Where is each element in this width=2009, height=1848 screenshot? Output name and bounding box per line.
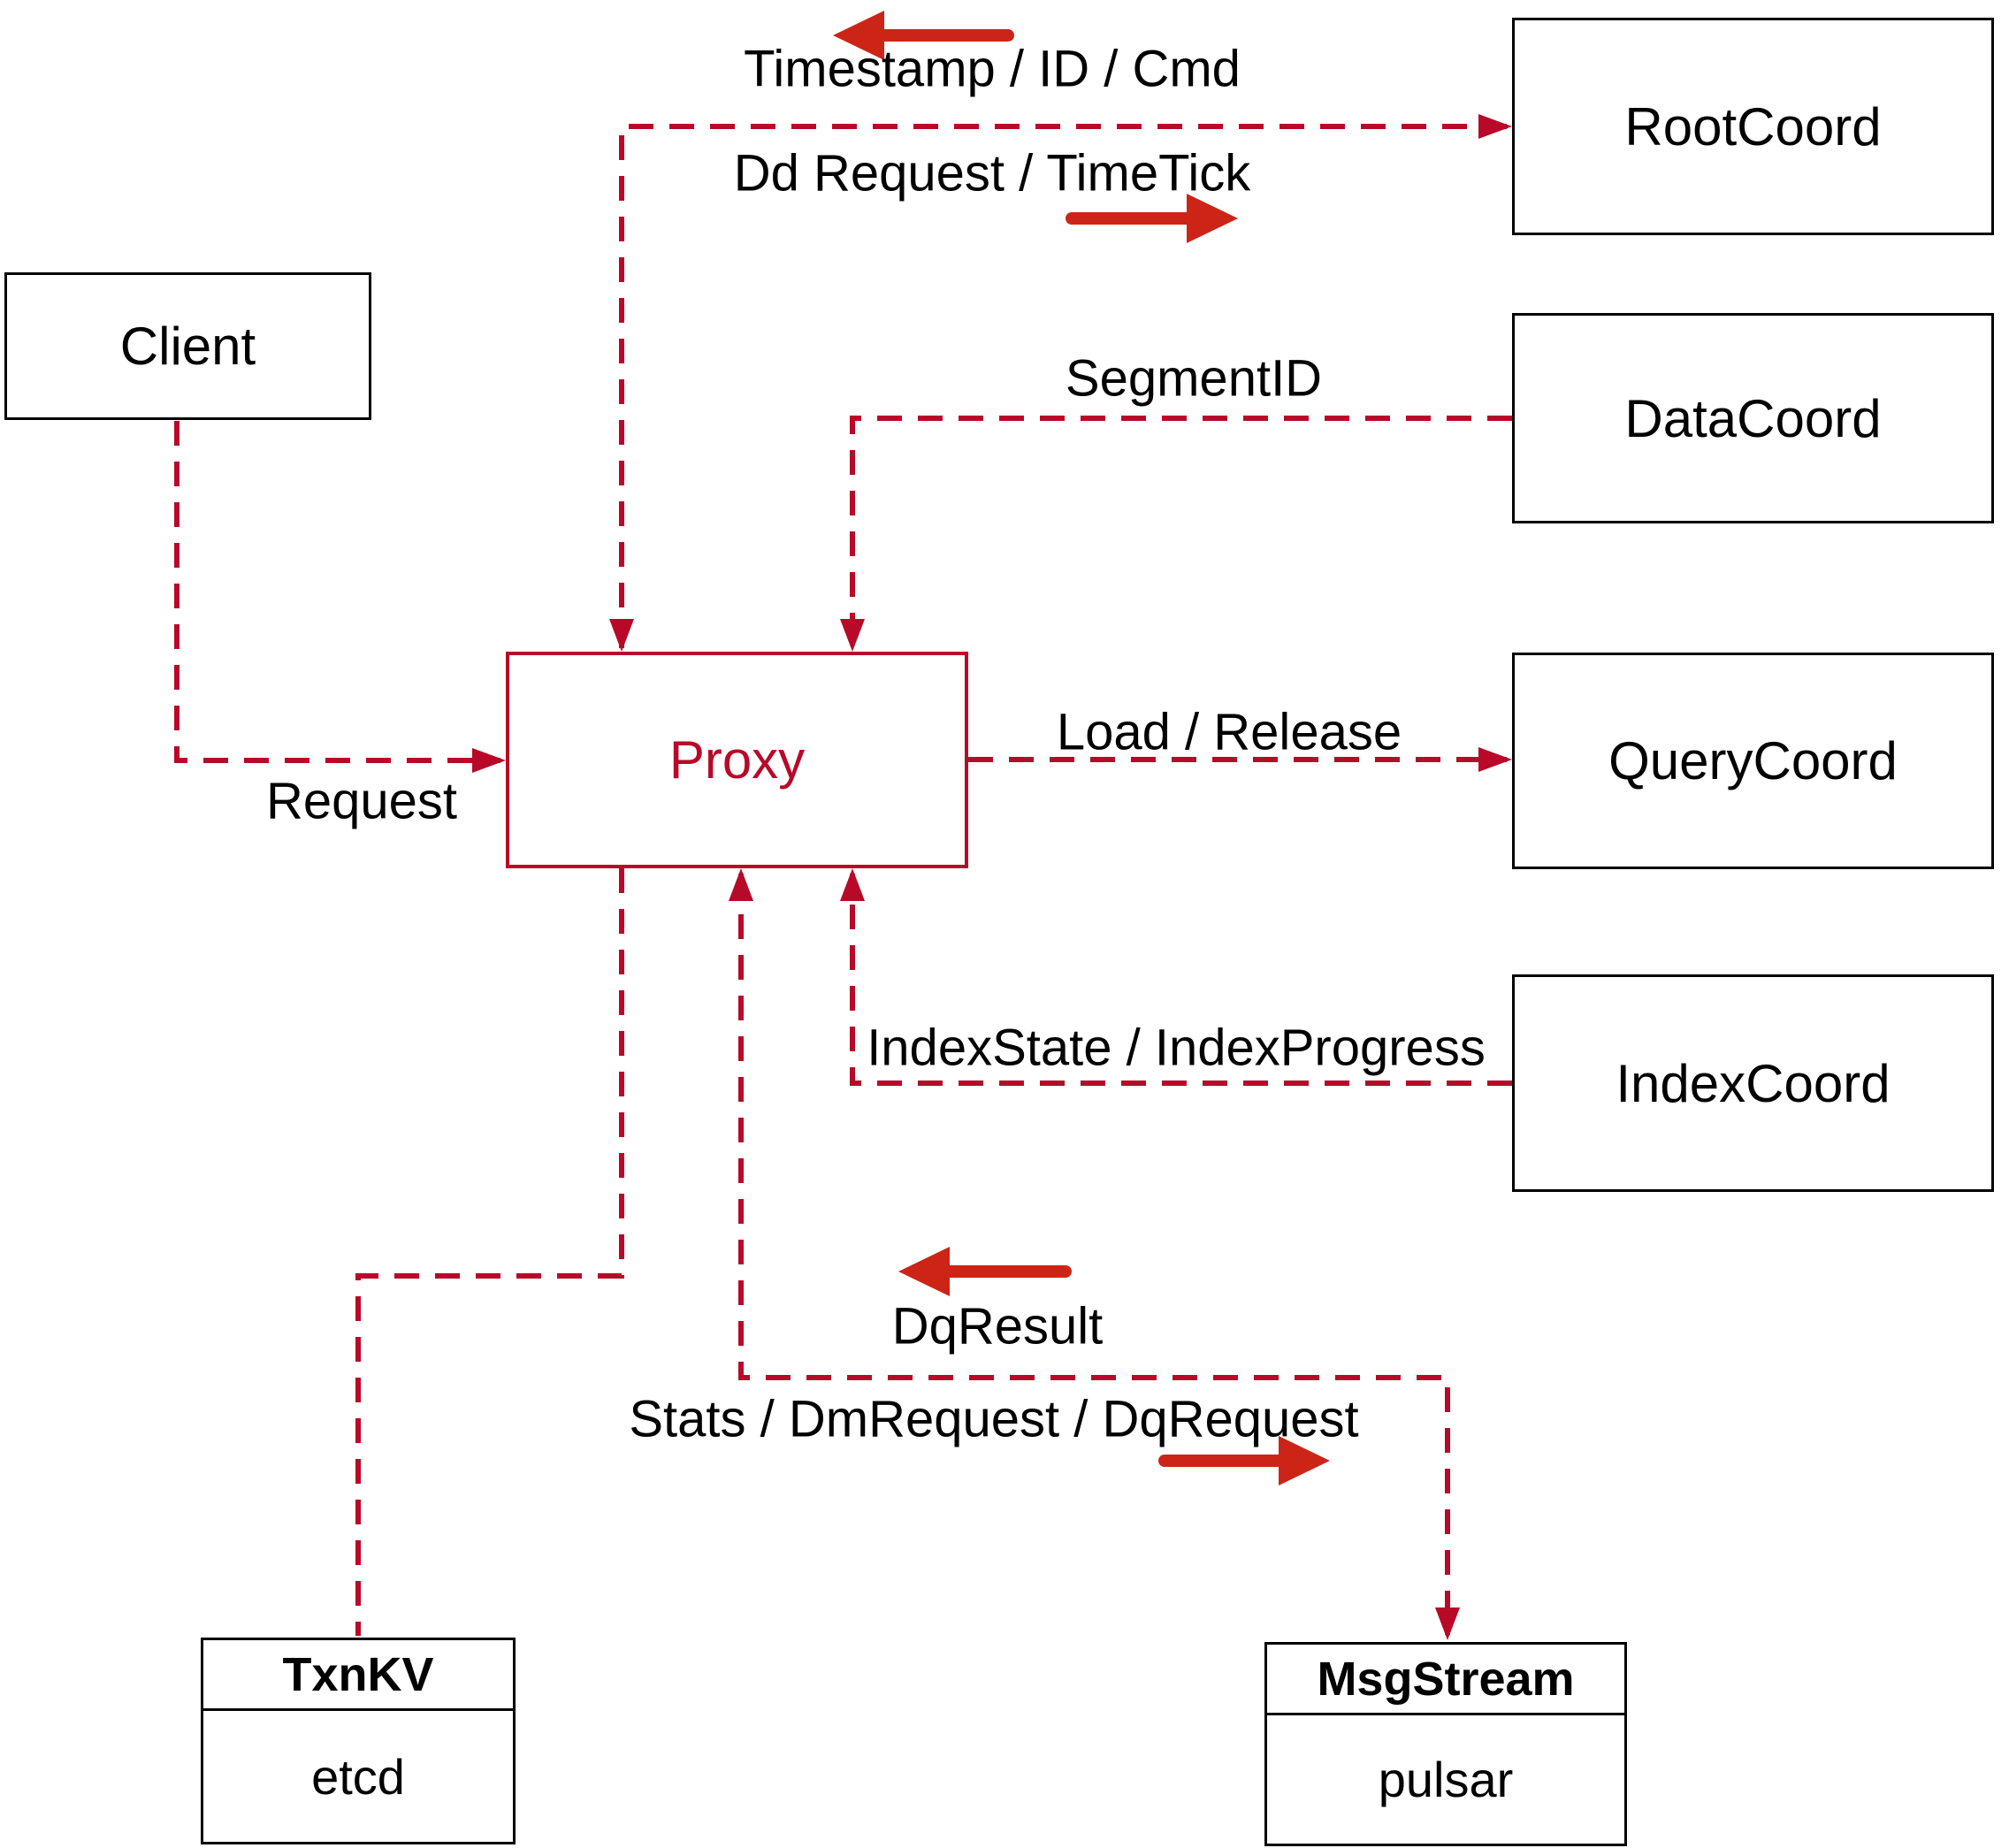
indexcoord-node: IndexCoord	[1512, 974, 1994, 1192]
edge-label-dqresult: DqResult	[891, 1297, 1104, 1355]
querycoord-node-label: QueryCoord	[1608, 731, 1898, 790]
arrowhead-into-proxy-bottom-right-icon	[840, 868, 865, 901]
edge-label-dd-request-timetick: Dd Request / TimeTick	[733, 144, 1251, 202]
edge-datacoord-proxy	[850, 416, 1512, 648]
arrowhead-into-rootcoord-icon	[1478, 114, 1512, 139]
querycoord-node: QueryCoord	[1512, 653, 1994, 869]
arrowhead-into-msgstream-icon	[1435, 1607, 1460, 1640]
arrowhead-into-querycoord-icon	[1478, 747, 1512, 772]
edge-indexcoord-proxy	[850, 874, 1512, 1086]
datacoord-node: DataCoord	[1512, 313, 1994, 523]
msgstream-node: MsgStream pulsar	[1264, 1642, 1627, 1846]
txnkv-node-title: TxnKV	[203, 1640, 513, 1711]
edge-label-indexstate-indexprogress: IndexState / IndexProgress	[867, 1019, 1486, 1077]
indexcoord-node-label: IndexCoord	[1616, 1053, 1891, 1113]
rootcoord-node-label: RootCoord	[1624, 96, 1882, 157]
msgstream-node-subtitle: pulsar	[1378, 1752, 1514, 1807]
edge-proxy-msgstream	[738, 874, 1450, 1635]
edge-label-timestamp-id-cmd: Timestamp / ID / Cmd	[744, 40, 1241, 98]
txnkv-node: TxnKV etcd	[201, 1638, 516, 1844]
edge-rootcoord-proxy	[619, 124, 1507, 648]
direction-arrow-right-top-icon	[1066, 194, 1238, 243]
arrowhead-into-proxy-left-icon	[472, 748, 506, 773]
txnkv-node-subtitle: etcd	[311, 1748, 405, 1805]
edge-client-proxy	[174, 421, 500, 763]
edge-label-segmentid: SegmentID	[1065, 349, 1323, 408]
direction-arrow-left-top-icon	[833, 11, 1014, 60]
direction-arrow-left-dqresult-icon	[898, 1247, 1072, 1296]
proxy-node-label: Proxy	[668, 730, 806, 790]
edge-label-stats-dmrequest-dqrequest: Stats / DmRequest / DqRequest	[629, 1390, 1359, 1448]
direction-arrow-right-stats-icon	[1158, 1436, 1330, 1485]
client-node-label: Client	[119, 317, 256, 376]
datacoord-node-label: DataCoord	[1624, 388, 1882, 448]
arrowhead-into-proxy-bottom-left-icon	[729, 868, 753, 901]
arrowhead-into-proxy-top-right-icon	[840, 619, 865, 652]
arrowhead-into-proxy-top-left-icon	[609, 619, 634, 652]
msgstream-node-title: MsgStream	[1267, 1645, 1624, 1715]
proxy-node: Proxy	[506, 652, 968, 868]
edge-proxy-txnkv	[355, 868, 624, 1636]
client-node: Client	[4, 272, 371, 420]
edge-label-load-release: Load / Release	[1056, 703, 1402, 761]
rootcoord-node: RootCoord	[1512, 18, 1994, 235]
edge-label-request: Request	[265, 772, 458, 830]
